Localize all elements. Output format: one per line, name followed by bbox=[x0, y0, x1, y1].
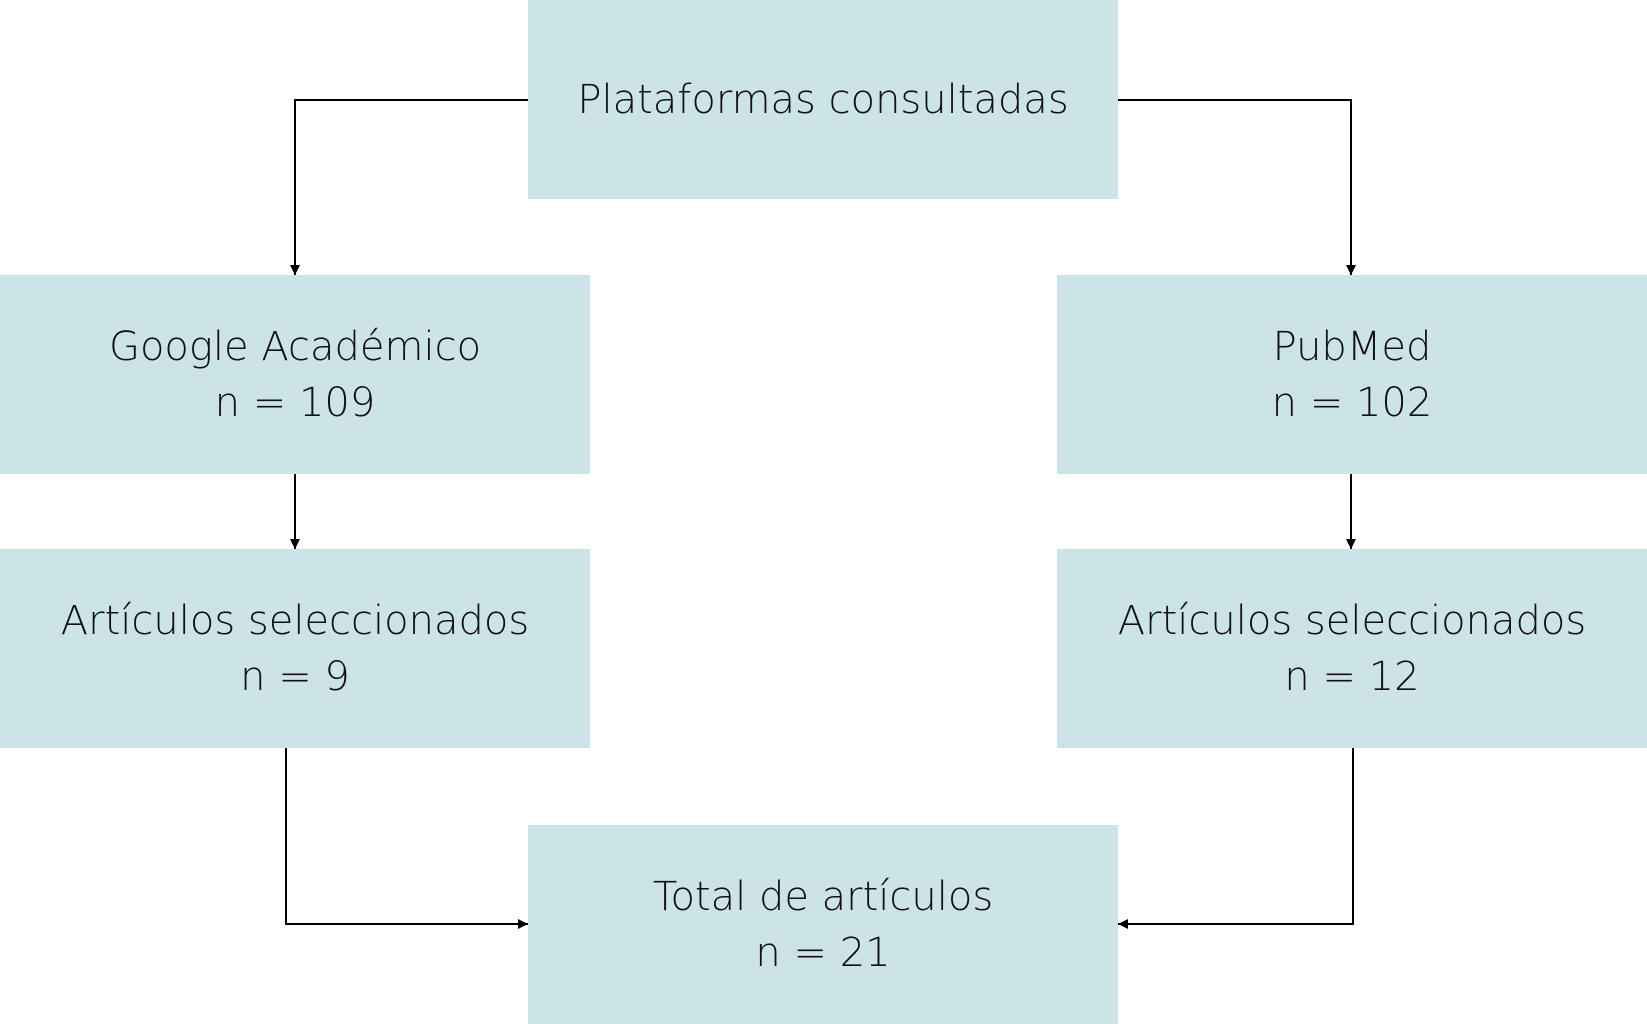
arrow-google-selected-to-total bbox=[285, 748, 528, 929]
node-title: Google Académico bbox=[108, 323, 482, 370]
arrow-pubmed-selected-to-total bbox=[1118, 748, 1354, 929]
node-title: Artículos seleccionados bbox=[60, 597, 530, 644]
arrow-platforms-to-google bbox=[290, 99, 528, 275]
node-title: Plataformas consultadas bbox=[577, 76, 1069, 123]
arrow-platforms-to-pubmed bbox=[1118, 99, 1356, 275]
node-count: n = 109 bbox=[214, 379, 376, 426]
node-count: n = 21 bbox=[755, 929, 891, 976]
node-total: Total de artículos n = 21 bbox=[528, 825, 1118, 1024]
node-google-academico: Google Académico n = 109 bbox=[0, 275, 590, 474]
node-pubmed-selected: Artículos seleccionados n = 12 bbox=[1057, 549, 1647, 748]
node-platforms: Plataformas consultadas bbox=[528, 0, 1118, 199]
node-count: n = 9 bbox=[240, 653, 350, 700]
node-count: n = 102 bbox=[1271, 379, 1433, 426]
node-title: Total de artículos bbox=[652, 873, 994, 920]
node-count: n = 12 bbox=[1284, 653, 1420, 700]
node-pubmed: PubMed n = 102 bbox=[1057, 275, 1647, 474]
node-title: PubMed bbox=[1272, 323, 1432, 370]
node-google-selected: Artículos seleccionados n = 9 bbox=[0, 549, 590, 748]
node-title: Artículos seleccionados bbox=[1117, 597, 1587, 644]
